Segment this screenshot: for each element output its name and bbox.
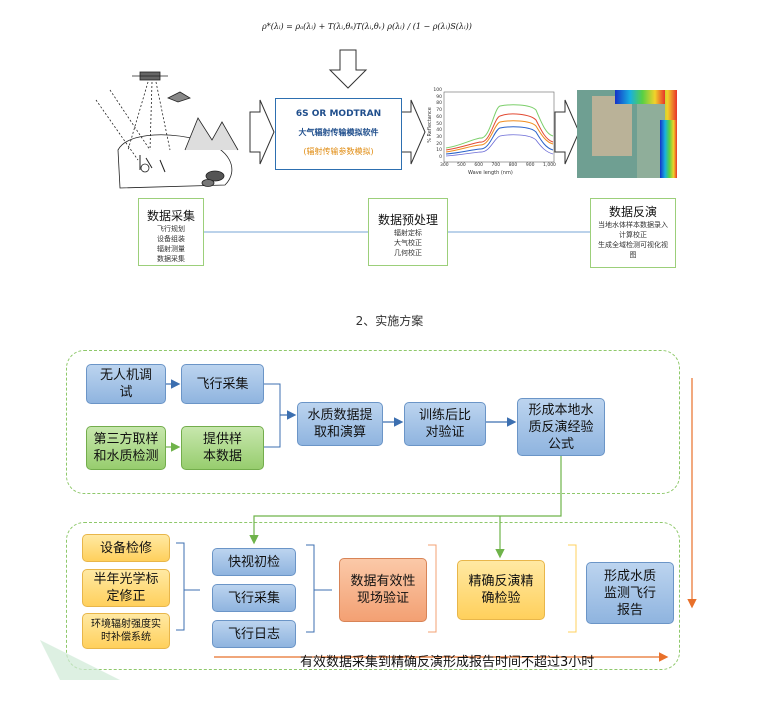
rt-note: (辐射传输参数模拟) xyxy=(303,147,374,156)
arrow-right-1 xyxy=(249,99,275,165)
node-equipment-check: 设备检修 xyxy=(82,534,170,562)
node-monitoring-report: 形成水质监测飞行报告 xyxy=(586,562,674,624)
transfer-formula: ρ*(λᵢ) = ρₐ(λᵢ) + T(λᵢ,θₛ)T(λᵢ,θᵥ) ρ(λᵢ)… xyxy=(262,22,472,31)
aircraft-icon xyxy=(167,91,191,103)
node-env-radiation: 环境辐射强度实时补偿系统 xyxy=(82,613,170,649)
spectral-curve-orange xyxy=(445,120,554,153)
node-local-formula: 形成本地水质反演经验公式 xyxy=(517,398,605,456)
plot-xlabel: Wave length (nm) xyxy=(468,170,513,176)
lower-flow-group xyxy=(66,522,680,670)
node-flight-collect: 飞行采集 xyxy=(181,364,264,404)
radiative-transfer-box: 6S OR MODTRAN 大气辐射传输模拟软件 (辐射传输参数模拟) xyxy=(275,98,402,170)
stage-inversion: 数据反演 当地水体样本数据录入 计算校正 生成全域检测可视化视图 xyxy=(590,198,676,268)
node-flight-log: 飞行日志 xyxy=(212,620,296,648)
arrow-right-3 xyxy=(554,99,580,165)
stage-title: 数据反演 xyxy=(608,205,657,219)
node-uav-debug: 无人机调试 xyxy=(86,364,166,404)
node-quick-check: 快视初检 xyxy=(212,548,296,576)
stage-preprocessing: 数据预处理 辐射定标 大气校正 几何校正 xyxy=(368,198,448,266)
decorative-corner xyxy=(40,640,120,680)
node-precise-inversion: 精确反演精确检验 xyxy=(457,560,545,620)
spectral-curve-green xyxy=(445,104,554,149)
cloud-icon xyxy=(205,170,225,182)
node-half-year-calibration: 半年光学标定修正 xyxy=(82,569,170,607)
remote-sensing-illustration xyxy=(95,71,239,189)
spectral-curve-violet xyxy=(445,134,554,157)
arrow-right-2 xyxy=(400,99,426,165)
rt-title: 6S OR MODTRAN xyxy=(295,109,382,119)
section-caption: 2、实施方案 xyxy=(355,314,424,328)
spectral-reflectance-plot xyxy=(443,91,555,163)
rt-subtitle: 大气辐射传输模拟软件 xyxy=(298,128,379,137)
hyperspectral-image xyxy=(577,90,677,178)
upper-flow-group xyxy=(66,350,680,494)
stage-title: 数据预处理 xyxy=(377,213,438,227)
node-flight-collect-2: 飞行采集 xyxy=(212,584,296,612)
top-diagram-graphics xyxy=(95,49,677,233)
node-provide-samples: 提供样本数据 xyxy=(181,426,264,470)
spectral-curve-red xyxy=(445,113,554,151)
node-third-party-sampling: 第三方取样和水质检测 xyxy=(86,426,166,470)
stage-data-collection: 数据采集 飞行规划 设备组装 辐射测量 数据采集 xyxy=(138,198,204,266)
node-extract-invert: 水质数据提取和演算 xyxy=(297,402,383,446)
node-train-verify: 训练后比对验证 xyxy=(404,402,486,446)
spectral-curve-blue xyxy=(445,126,554,155)
timeline-note: 有效数据采集到精确反演形成报告时间不超过3小时 xyxy=(300,655,595,670)
down-arrow xyxy=(328,49,368,89)
stage-title: 数据采集 xyxy=(146,209,195,223)
node-field-verification: 数据有效性现场验证 xyxy=(339,558,427,622)
